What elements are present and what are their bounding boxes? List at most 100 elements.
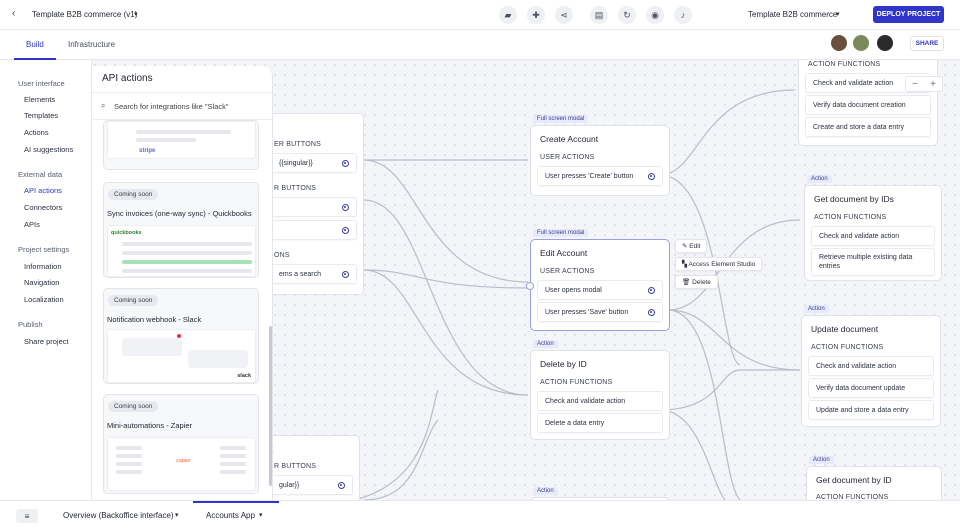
panel-scrollbar[interactable] [269, 326, 272, 486]
partial-node-row[interactable]: gular}} [271, 475, 353, 495]
puzzle-icon[interactable]: ✚ [527, 6, 545, 24]
node-tag: Action [809, 456, 834, 464]
integration-card-slack[interactable]: Coming soon Notification webhook - Slack… [103, 288, 259, 384]
search-box[interactable]: ⌕ Search for integrations like "Slack" [92, 92, 272, 120]
preview-bar [116, 470, 142, 474]
document-icon[interactable]: ▤ [590, 6, 608, 24]
create-document-node[interactable]: ACTION FUNCTIONS Check and validate acti… [798, 50, 938, 146]
row-label: Delete a data entry [545, 419, 605, 427]
pencil-icon: ✎ [682, 243, 690, 250]
node-section-label: ACTION FUNCTIONS [814, 214, 887, 221]
nav-item-share-project[interactable]: Share project [24, 337, 69, 346]
radio-dot-icon [648, 309, 655, 316]
action-function-row[interactable]: Verify data document creation [805, 95, 931, 115]
action-function-row[interactable]: Check and validate action [808, 356, 934, 376]
node-section-label: ACTION FUNCTIONS [816, 494, 889, 501]
api-actions-panel: API actions ⌕ Search for integrations li… [92, 66, 273, 500]
edit-account-node[interactable]: Edit Account USER ACTIONS User opens mod… [530, 239, 670, 331]
refresh-icon[interactable]: ↻ [618, 6, 636, 24]
chevron-down-icon[interactable]: ▾ [134, 11, 138, 18]
briefcase-icon[interactable]: ▰ [499, 6, 517, 24]
avatar[interactable] [852, 34, 870, 52]
preview-bubble [188, 350, 248, 368]
project-title[interactable]: Template B2B commerce (v1) [32, 10, 138, 19]
connector-handle[interactable] [526, 282, 534, 290]
create-account-node[interactable]: Create Account USER ACTIONS User presses… [530, 125, 670, 196]
radio-dot-icon [342, 204, 349, 211]
action-function-row[interactable]: Check and validate action [811, 226, 935, 246]
edit-button[interactable]: ✎ Edit [675, 239, 708, 253]
node-tag: Action [533, 487, 558, 495]
partial-node-row[interactable] [271, 197, 357, 217]
node-tag: Action [804, 305, 829, 313]
tab-infrastructure[interactable]: Infrastructure [68, 40, 116, 49]
tab-build[interactable]: Build [26, 40, 44, 49]
nav-item-connectors[interactable]: Connectors [24, 203, 63, 212]
chevron-down-icon[interactable]: ▾ [259, 512, 263, 519]
preview-bar [122, 242, 252, 246]
delete-button[interactable]: 🗑 Delete [675, 275, 718, 289]
integration-card-zapier[interactable]: Coming soon Mini-automations - Zapier za… [103, 394, 259, 494]
preview-bar [116, 462, 142, 466]
action-function-row[interactable]: Check and validate action [537, 391, 663, 411]
get-document-by-id-node[interactable]: Get document by ID ACTION FUNCTIONS [806, 466, 942, 506]
action-function-row[interactable]: Update and store a data entry [808, 400, 934, 420]
nav-item-ai-suggestions[interactable]: AI suggestions [24, 145, 74, 154]
menu-icon[interactable]: ≡ [16, 509, 38, 523]
action-function-row[interactable]: Retrieve multiple existing data entries [811, 248, 935, 276]
partial-node-row[interactable] [271, 220, 357, 240]
row-label: Check and validate action [545, 397, 626, 405]
zoom-in-button[interactable]: + [930, 78, 936, 90]
search-input[interactable]: Search for integrations like "Slack" [114, 102, 229, 111]
coming-soon-badge: Coming soon [108, 401, 159, 412]
action-function-row[interactable]: Create and store a data entry [805, 117, 931, 137]
nav-item-api-actions[interactable]: API actions [24, 186, 62, 195]
access-element-studio-button[interactable]: ▚ Access Element Studio [675, 257, 763, 271]
project-selector[interactable]: Template B2B commerce [748, 10, 838, 19]
avatar[interactable] [876, 34, 894, 52]
nav-item-actions[interactable]: Actions [24, 128, 49, 137]
partial-node-row[interactable]: {{singular}} [271, 153, 357, 173]
radio-dot-icon [342, 271, 349, 278]
deploy-project-button[interactable]: DEPLOY PROJECT [873, 6, 944, 23]
avatar[interactable] [830, 34, 848, 52]
action-function-row[interactable]: Delete a data entry [537, 413, 663, 433]
share-nodes-icon[interactable]: ⋖ [555, 6, 573, 24]
row-label: User presses 'Create' button [545, 172, 634, 180]
row-label: gular}} [279, 481, 300, 489]
tabs-bar: Build Infrastructure SHARE [0, 30, 960, 60]
nav-item-localization[interactable]: Localization [24, 295, 64, 304]
nav-item-apis[interactable]: APIs [24, 220, 40, 229]
chevron-left-icon[interactable]: ‹ [12, 8, 16, 19]
nav-item-templates[interactable]: Templates [24, 111, 59, 120]
record-icon[interactable]: ◉ [646, 6, 664, 24]
nav-item-navigation[interactable]: Navigation [24, 278, 60, 287]
nav-item-information[interactable]: Information [24, 262, 62, 271]
node-section-label: R BUTTONS [274, 463, 317, 470]
page-tab-overview[interactable]: Overview (Backoffice interface) [63, 511, 174, 520]
chevron-down-icon[interactable]: ▾ [836, 11, 840, 18]
zoom-out-button[interactable]: − [912, 78, 918, 90]
radio-dot-icon [338, 482, 345, 489]
slack-logo: slack [237, 373, 251, 379]
page-tab-accounts-app[interactable]: Accounts App [206, 511, 255, 520]
row-label: Verify data document update [816, 384, 906, 392]
card-title: Sync invoices (one-way sync) - Quickbook… [107, 209, 252, 218]
zapier-logo: zapier [176, 458, 191, 464]
delete-by-id-node[interactable]: Delete by ID ACTION FUNCTIONS Check and … [530, 350, 670, 440]
nav-item-elements[interactable]: Elements [24, 95, 56, 104]
preview-bar [122, 269, 252, 273]
action-function-row[interactable]: Verify data document update [808, 378, 934, 398]
partial-node-row[interactable]: ems a search [271, 264, 357, 284]
share-button[interactable]: SHARE [910, 36, 944, 51]
bell-icon[interactable]: ♪ [674, 6, 692, 24]
update-document-node[interactable]: Update document ACTION FUNCTIONS Check a… [801, 315, 941, 427]
integration-card[interactable]: stripe [103, 120, 259, 170]
user-action-row[interactable]: User opens modal [537, 280, 663, 300]
radio-dot-icon [342, 160, 349, 167]
chevron-down-icon[interactable]: ▾ [175, 512, 179, 519]
get-document-by-ids-node[interactable]: Get document by IDs ACTION FUNCTIONS Che… [804, 185, 942, 281]
integration-card-quickbooks[interactable]: Coming soon Sync invoices (one-way sync)… [103, 182, 259, 278]
user-action-row[interactable]: User presses 'Save' button [537, 302, 663, 322]
user-action-row[interactable]: User presses 'Create' button [537, 166, 663, 186]
